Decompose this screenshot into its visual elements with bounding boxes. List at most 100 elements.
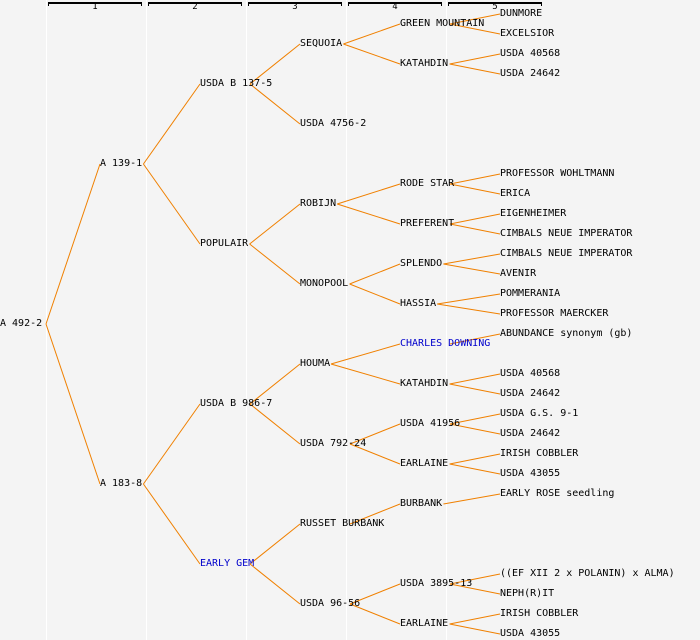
connector-line [449,53,501,65]
generation-bracket [448,2,542,6]
generation-label: 1 [92,2,98,12]
connector-line [142,483,201,565]
ancestor-gen-4[interactable]: CHARLES DOWNING [400,338,491,349]
connector-line [337,203,401,225]
ancestor-gen-5: USDA 24642 [500,428,561,439]
connector-line [443,253,501,265]
connector-line [343,23,401,45]
connector-line [45,323,101,485]
ancestor-gen-5: EARLY ROSE seedling [500,488,615,499]
ancestor-gen-5: DUNMORE [500,8,543,19]
ancestor-gen-4: SPLENDO [400,258,443,269]
ancestor-gen-3: MONOPOOL [300,278,349,289]
connector-line [343,43,401,65]
connector-line [349,283,401,305]
ancestor-gen-1: A 139-1 [100,158,143,169]
ancestor-gen-5: CIMBALS NEUE IMPERATOR [500,228,633,239]
connector-line [349,263,401,285]
column-separator [46,0,47,640]
connector-line [449,423,501,435]
connector-line [449,383,501,395]
ancestor-gen-5: PROFESSOR MAERCKER [500,308,609,319]
ancestor-gen-5: ABUNDANCE synonym (gb) [500,328,633,339]
connector-line [142,163,201,245]
ancestor-gen-5: IRISH COBBLER [500,448,579,459]
connector-line [337,183,401,205]
column-separator [246,0,247,640]
generation-label: 5 [492,2,498,12]
connector-line [349,583,401,605]
connector-line [249,243,301,285]
connector-line [142,403,201,485]
generation-label: 4 [392,2,398,12]
connector-line [449,333,501,345]
connector-line [449,173,501,185]
connector-line [349,503,401,525]
connector-line [449,213,501,225]
connector-line [437,293,501,305]
generation-bracket [48,2,142,6]
generation-label: 2 [192,2,198,12]
ancestor-gen-3: RUSSET BURBANK [300,518,385,529]
connector-line [330,363,401,385]
ancestor-gen-4: GREEN MOUNTAIN [400,18,485,29]
ancestor-gen-5: USDA 24642 [500,68,561,79]
connector-line [449,223,501,235]
connector-line [142,83,201,165]
connector-line [449,23,501,35]
connector-line [249,203,301,245]
connector-line [449,413,501,425]
ancestor-gen-4: BURBANK [400,498,443,509]
ancestor-gen-5: USDA 24642 [500,388,561,399]
connector-line [443,263,501,275]
ancestor-gen-5: AVENIR [500,268,537,279]
column-separator [346,0,347,640]
ancestor-gen-2[interactable]: EARLY GEM [200,558,255,569]
ancestor-gen-3: SEQUOIA [300,38,343,49]
ancestor-gen-5: USDA G.S. 9-1 [500,408,579,419]
connector-line [449,63,501,75]
connector-line [349,603,401,625]
ancestor-gen-3: USDA 792-24 [300,438,367,449]
ancestor-gen-4: KATAHDIN [400,378,449,389]
generation-label: 3 [292,2,298,12]
column-separator [146,0,147,640]
connector-line [449,463,501,475]
ancestor-gen-5: EIGENHEIMER [500,208,567,219]
connector-line [443,493,501,505]
connector-line [45,163,101,325]
ancestor-gen-5: IRISH COBBLER [500,608,579,619]
ancestor-gen-4: HASSIA [400,298,437,309]
ancestor-gen-5: USDA 43055 [500,628,561,639]
column-separator [446,0,447,640]
connector-line [249,83,301,125]
ancestor-gen-4: USDA 41956 [400,418,461,429]
connector-line [330,343,401,365]
connector-line [349,423,401,445]
ancestor-gen-5: ERICA [500,188,531,199]
connector-line [449,373,501,385]
ancestor-gen-1: A 183-8 [100,478,143,489]
ancestor-gen-3: HOUMA [300,358,331,369]
connector-line [449,623,501,635]
ancestor-gen-2: POPULAIR [200,238,249,249]
ancestor-gen-3: USDA 4756-2 [300,118,367,129]
connector-line [449,573,501,585]
connector-line [249,563,301,605]
connector-line [449,13,501,25]
ancestor-gen-3: ROBIJN [300,198,337,209]
ancestor-gen-4: KATAHDIN [400,58,449,69]
ancestor-gen-3: USDA 96-56 [300,598,361,609]
ancestor-gen-5: USDA 40568 [500,368,561,379]
connector-line [249,363,301,405]
connector-line [437,303,501,315]
connector-line [249,403,301,445]
connector-line [249,43,301,85]
generation-bracket [348,2,442,6]
ancestor-gen-4: EARLAINE [400,458,449,469]
ancestor-gen-5: CIMBALS NEUE IMPERATOR [500,248,633,259]
connector-line [449,453,501,465]
ancestor-gen-5: USDA 40568 [500,48,561,59]
